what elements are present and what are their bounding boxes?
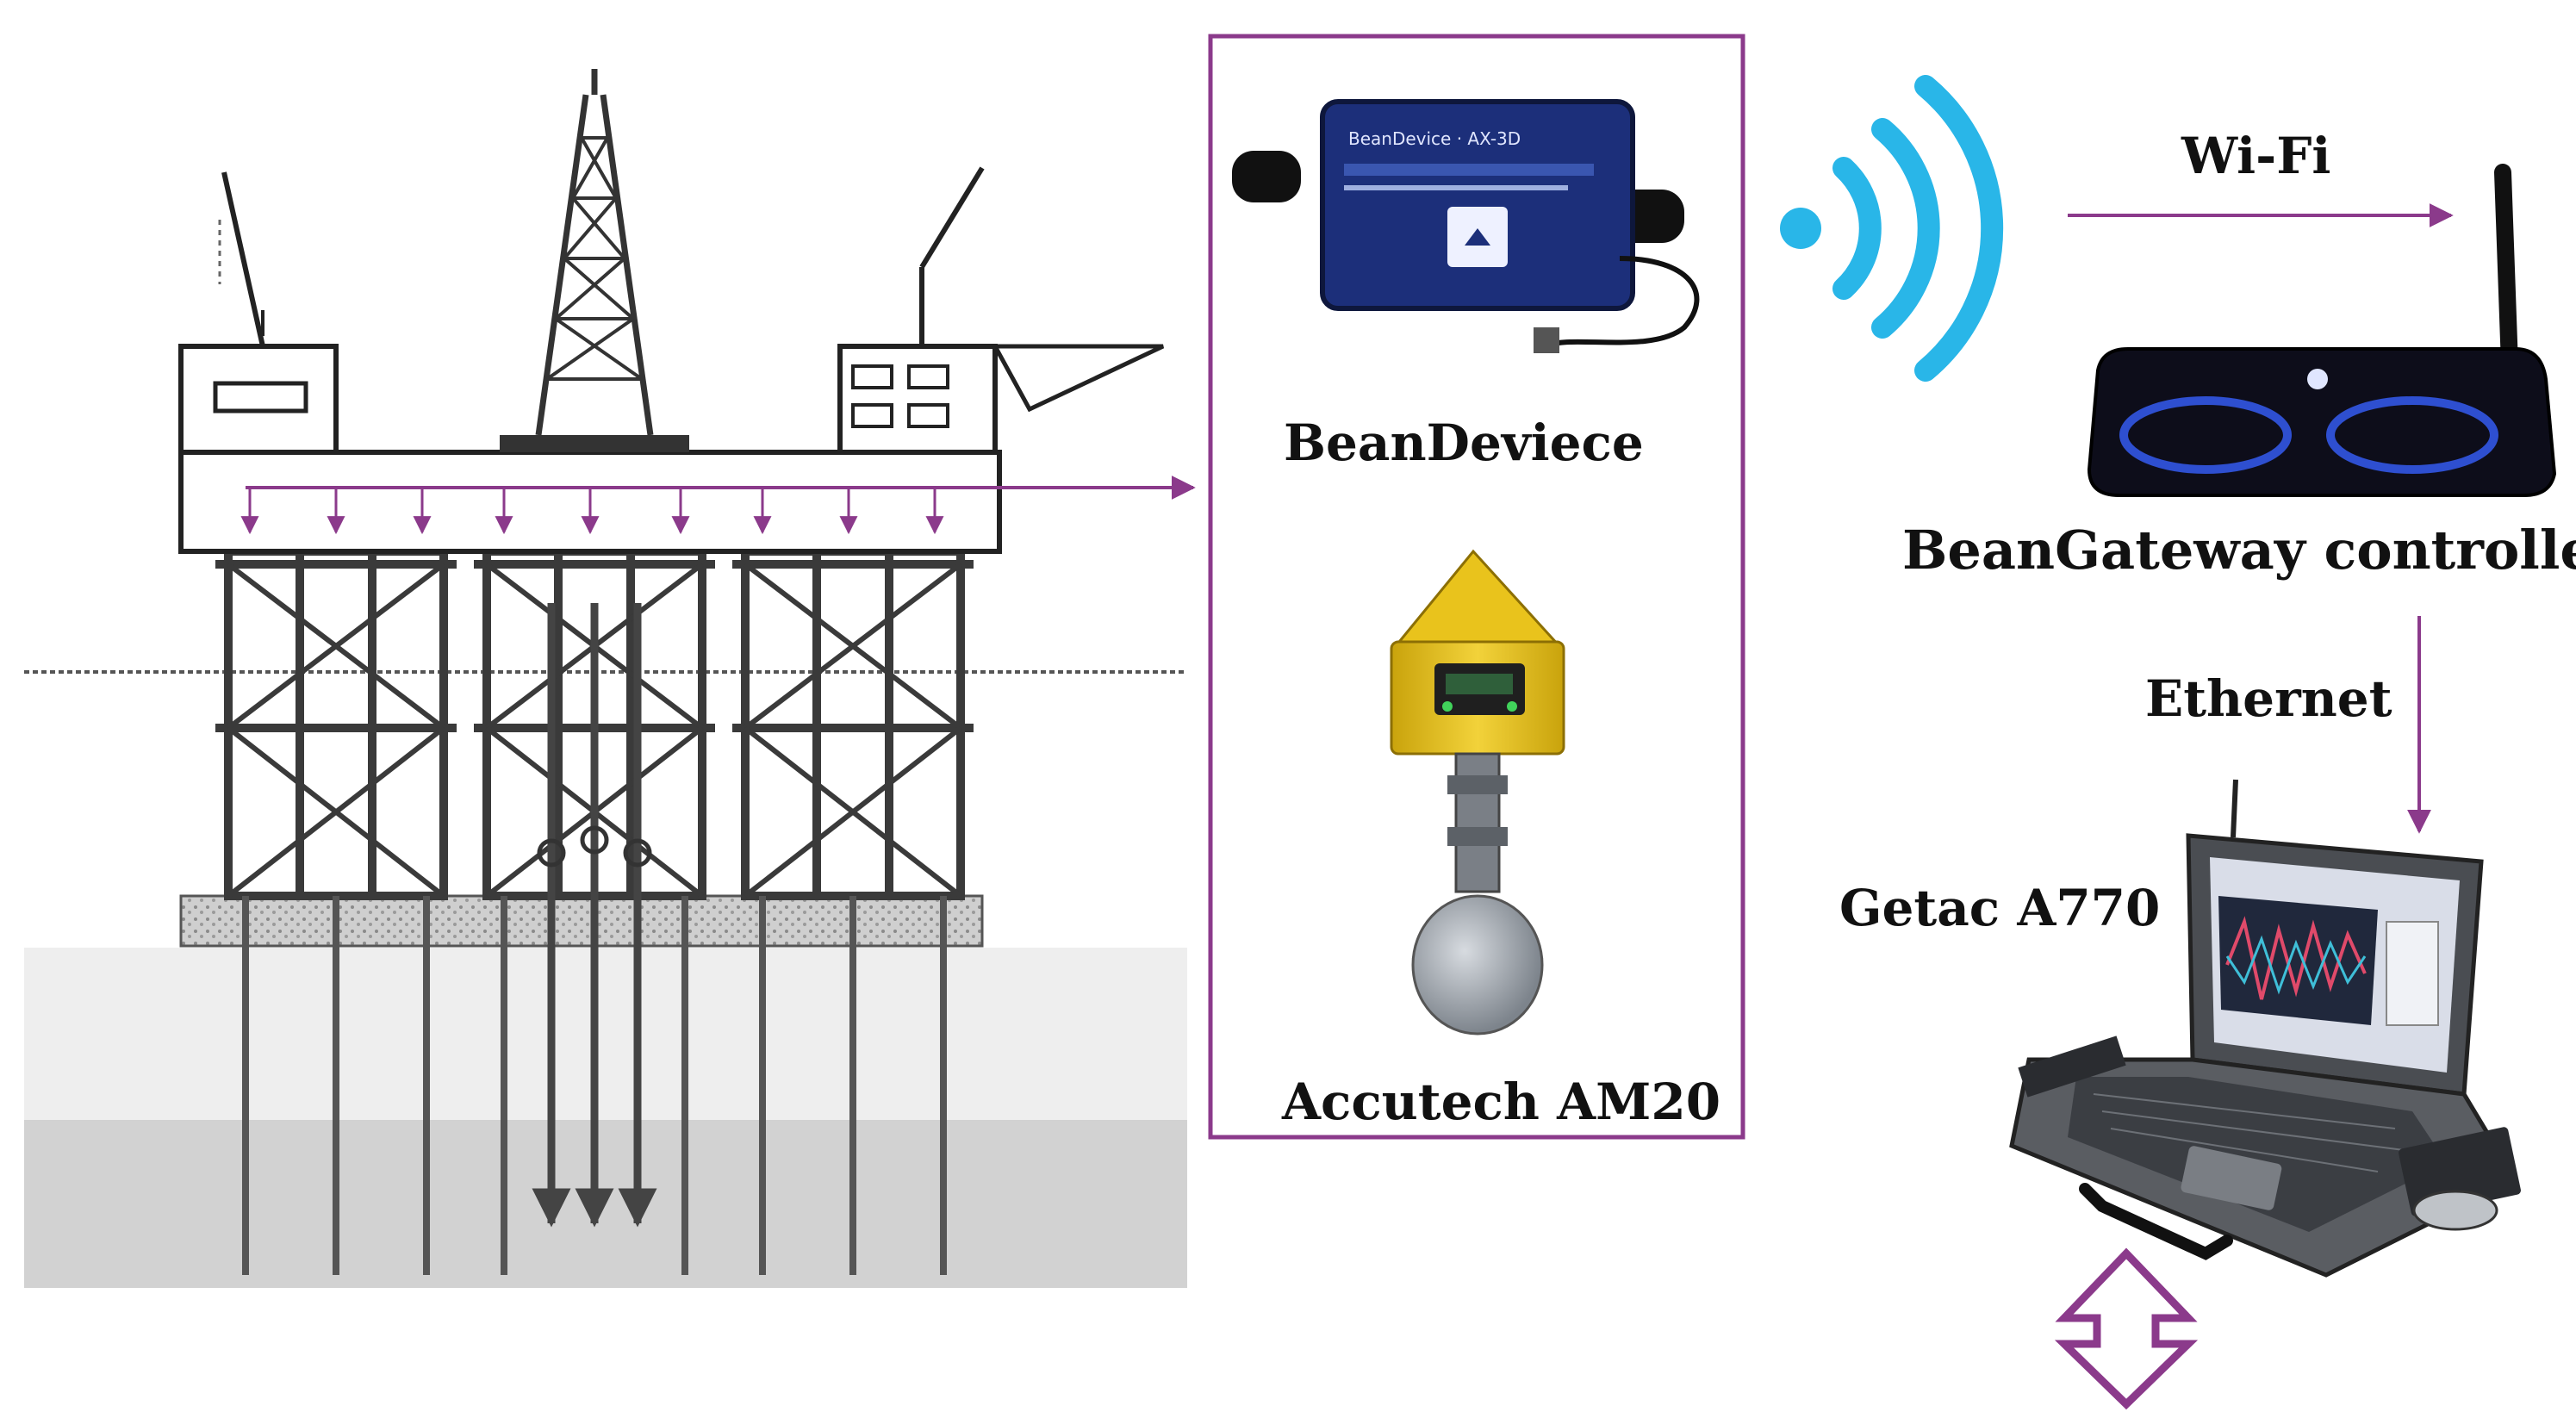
rugged-laptop-icon	[2009, 779, 2521, 1278]
wifi-label: Wi-Fi	[2181, 127, 2331, 185]
accutech-label: Accutech AM20	[1282, 1073, 1721, 1131]
device-group-frame	[1208, 34, 1745, 1140]
ethernet-label: Ethernet	[2145, 669, 2392, 728]
bean-device-icon: BeanDevice · AX-3D	[1232, 99, 1700, 353]
wifi-signal-icon	[1780, 75, 2004, 382]
gateway-label: BeanGateway controller	[1902, 519, 2576, 582]
offshore-platform-icon	[24, 69, 1196, 1288]
double-arrow-icon	[2054, 1247, 2199, 1410]
svg-text:BeanDevice · AX-3D: BeanDevice · AX-3D	[1348, 128, 1521, 149]
bean-device-label: BeanDeviece	[1284, 414, 1644, 472]
gateway-router-icon	[2087, 164, 2557, 497]
accutech-sensor-icon	[1390, 549, 1565, 1036]
laptop-label: Getac A770	[1839, 879, 2161, 937]
